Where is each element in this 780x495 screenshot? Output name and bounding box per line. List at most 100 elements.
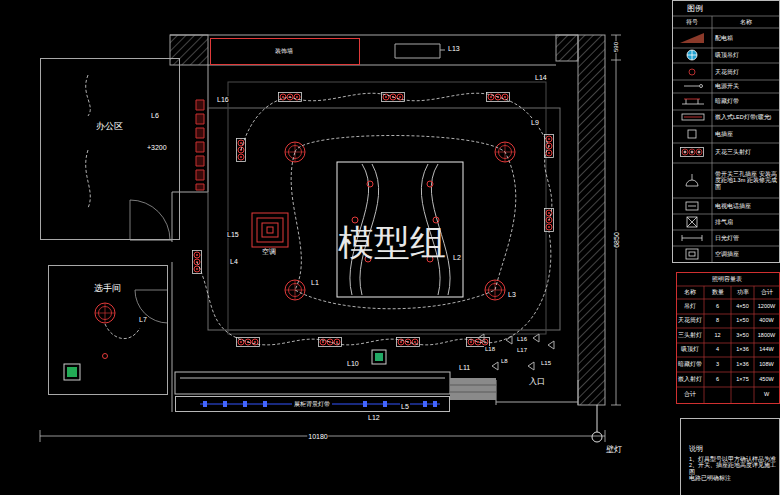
legend-symbol (687, 217, 697, 227)
display-counter-outline (175, 372, 450, 394)
legend-symbol (681, 148, 704, 157)
circuit-label: L7 (138, 316, 148, 323)
notes-box: 说明1、灯具型号以甲方确认样品为准2、开关、插座距地高度详见施工图电路已明确标注 (680, 418, 780, 495)
circuit-wiring (105, 324, 140, 339)
wall-hatch (170, 35, 605, 405)
office-pillar (196, 100, 204, 190)
circuit-wiring (197, 232, 551, 345)
legend-label: 吸顶吊灯 (715, 52, 777, 58)
wall-line (208, 65, 556, 66)
triple-spotlight (319, 338, 342, 347)
elevation-mark: +3200 (146, 144, 168, 151)
ac-diffuser (262, 223, 278, 237)
circuit-label: L18 (484, 346, 496, 352)
legend-symbol (686, 202, 698, 210)
legend-title: 图例 (687, 4, 703, 13)
table-cell: 400W (758, 318, 774, 324)
dimension-line (40, 430, 605, 442)
table-title: 照明容量表 (712, 276, 742, 283)
legend-label: 空调插座 (715, 251, 777, 257)
wall-line (172, 65, 208, 242)
legend-symbol (684, 99, 700, 100)
table-header: 数量 (711, 290, 725, 296)
legend-grid (672, 16, 780, 262)
ac-diffuser (257, 218, 283, 242)
table-cell: 三头射灯 (677, 333, 703, 339)
legend-label: 嵌入式LED灯带(暖光) (715, 114, 777, 120)
table-cell: 4 (715, 347, 720, 353)
room-name: 选手间 (94, 283, 121, 293)
circuit-label: L4 (229, 258, 239, 265)
circuit-label: L2 (452, 254, 462, 261)
legend-symbol (681, 50, 705, 259)
circuit-label: L15 (540, 360, 552, 366)
legend-symbol (682, 99, 704, 104)
table-cell: 450W (758, 377, 774, 383)
wall-hatch (578, 35, 605, 405)
entrance-step (450, 378, 496, 400)
table-cell: 6 (715, 304, 720, 310)
wall-lamp (597, 405, 598, 432)
legend-panel: 图例 (672, 0, 780, 263)
room-name: 办公区 (96, 121, 123, 131)
circuit-label: L1 (310, 279, 320, 286)
legend-symbol (687, 50, 697, 60)
triple-spotlight (467, 338, 490, 347)
ac-diffuser (252, 213, 288, 247)
legend-symbol (682, 114, 704, 120)
legend-symbol (688, 206, 696, 207)
pendant-lamp (95, 142, 515, 323)
ac-unit-symbol (372, 350, 386, 364)
table-cell: 8 (715, 318, 720, 324)
ac-unit-symbol (64, 364, 80, 380)
legend-label: 天花三头射灯 (715, 149, 777, 155)
fixture-label: 壁灯 (605, 446, 623, 454)
dimension: 10180 (307, 433, 328, 440)
ac-unit: 空调 (250, 213, 290, 259)
pendant-lamp (95, 303, 115, 323)
entrance-label: 入口 (528, 378, 546, 386)
note-text: 1、灯具型号以甲方确认样品为准 (689, 456, 776, 462)
circuit-label: L13 (447, 45, 461, 52)
legend-label: 电源开关 (715, 83, 777, 89)
circuit-label: L12 (367, 414, 381, 421)
ac-diffuser (252, 213, 288, 247)
table-cell: 3 (715, 362, 720, 368)
circuit-label: L6 (150, 112, 160, 119)
legend-label: 暗藏灯带 (715, 98, 777, 104)
room-outline: 办公区 (40, 58, 180, 240)
table-grid (676, 286, 780, 404)
legend-symbol (684, 117, 702, 118)
table-cell: 144W (758, 347, 774, 353)
table-cell: 108W (758, 362, 774, 368)
legend-label: 天花筒灯 (715, 69, 777, 75)
watermark: 模型组 (338, 225, 446, 261)
ceiling-spotlight (103, 181, 440, 359)
table-cell: 吸顶灯 (680, 347, 700, 353)
display-counter: 展柜背景灯带 (175, 396, 450, 412)
wall-line (130, 35, 578, 412)
table-cell: 合计 (683, 392, 697, 398)
counter-light (200, 404, 440, 405)
ceiling-spotlight (352, 217, 358, 223)
table-header: 合计 (760, 290, 774, 296)
table-cell: 6 (715, 377, 720, 383)
ceiling-outline (337, 162, 463, 297)
circuit-label: L16 (216, 96, 230, 103)
ceiling-spotlight (433, 217, 439, 223)
dimension: 590 (613, 41, 619, 53)
legend-symbol (686, 174, 698, 186)
room-outline: 选手间 (48, 265, 168, 395)
wall-name: 装饰墙 (275, 48, 293, 55)
office-pillar (196, 100, 204, 190)
table-cell: 嵌入射灯 (677, 377, 703, 383)
legend-symbol (686, 249, 698, 259)
capacity-table: 照明容量表 (676, 272, 780, 404)
circuit-label: L11 (458, 364, 471, 371)
wall-line (170, 35, 578, 36)
circuit-wiring (241, 93, 552, 220)
note-text: 2、开关、插座距地高度详见施工图 (689, 462, 777, 475)
display-counter-outline (180, 378, 445, 379)
feature-wall: 装饰墙 (210, 38, 360, 65)
wall-line (172, 262, 173, 412)
